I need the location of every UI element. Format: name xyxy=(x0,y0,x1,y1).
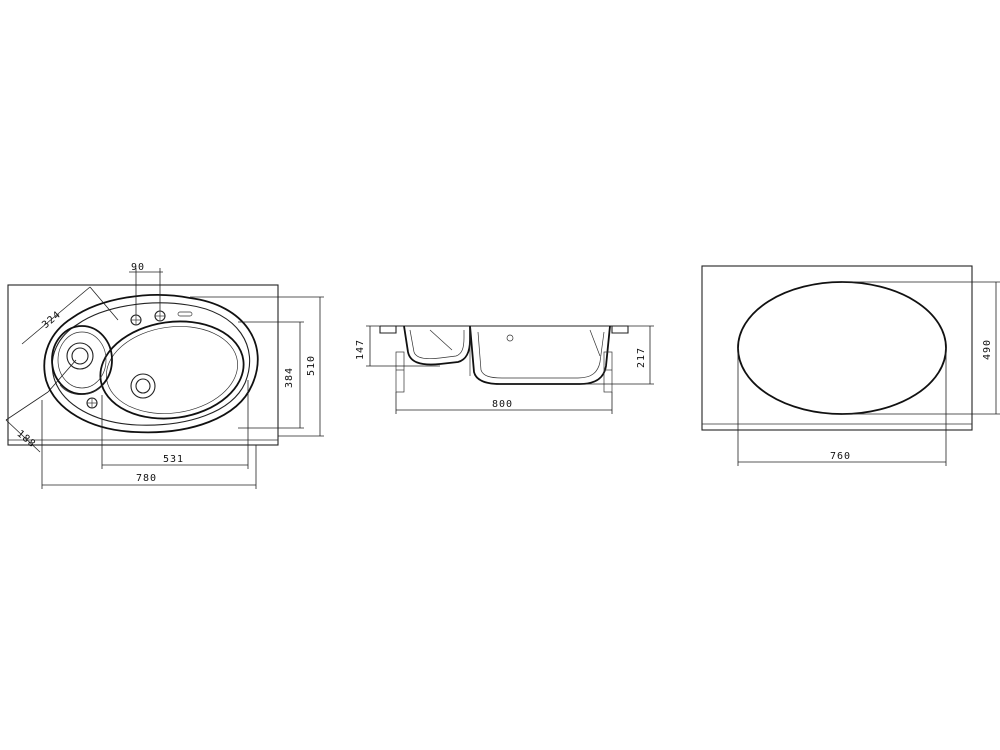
section-view: 147 217 800 xyxy=(355,325,654,414)
cutout-ellipse xyxy=(737,281,947,415)
countertop-right xyxy=(611,325,629,334)
main-bowl-section xyxy=(469,325,611,385)
cutout-countertop xyxy=(701,265,973,431)
overflow-slot xyxy=(177,311,193,317)
sink-inner-rim xyxy=(51,302,251,426)
bowl-hatch-1 xyxy=(429,329,453,351)
right-outlet xyxy=(603,351,613,393)
bowl-hatch-2 xyxy=(589,329,601,357)
dim-800-label: 800 xyxy=(492,399,513,410)
dim-384-label: 384 xyxy=(284,367,295,388)
small-bowl-section xyxy=(403,325,471,366)
cutout-view: 490 760 xyxy=(701,265,1000,466)
small-bowl xyxy=(51,325,113,395)
top-view: 90 324 188 384 510 531 780 xyxy=(5,262,324,489)
overflow-hole xyxy=(506,334,514,342)
small-bowl-drain-inner xyxy=(71,347,89,365)
main-bowl xyxy=(99,320,245,420)
small-bowl-slope xyxy=(59,383,105,395)
small-bowl-drain xyxy=(66,342,94,370)
dim-490-label: 490 xyxy=(982,339,993,360)
small-bowl-inner xyxy=(57,331,107,389)
main-bowl-drain xyxy=(130,373,156,399)
dim-90-label: 90 xyxy=(131,262,145,273)
dim-147-label: 147 xyxy=(355,339,366,360)
dim-780-label: 780 xyxy=(136,473,157,484)
sink-outer-rim xyxy=(43,294,259,434)
dim-510-label: 510 xyxy=(306,355,317,376)
left-outlet xyxy=(395,351,405,393)
main-bowl-inner xyxy=(106,326,238,414)
countertop-left xyxy=(379,325,397,334)
countertop-outline xyxy=(7,284,279,446)
dim-217-label: 217 xyxy=(636,347,647,368)
dim-531-label: 531 xyxy=(163,454,184,465)
main-bowl-drain-inner xyxy=(135,378,151,394)
dim-760-label: 760 xyxy=(830,451,851,462)
